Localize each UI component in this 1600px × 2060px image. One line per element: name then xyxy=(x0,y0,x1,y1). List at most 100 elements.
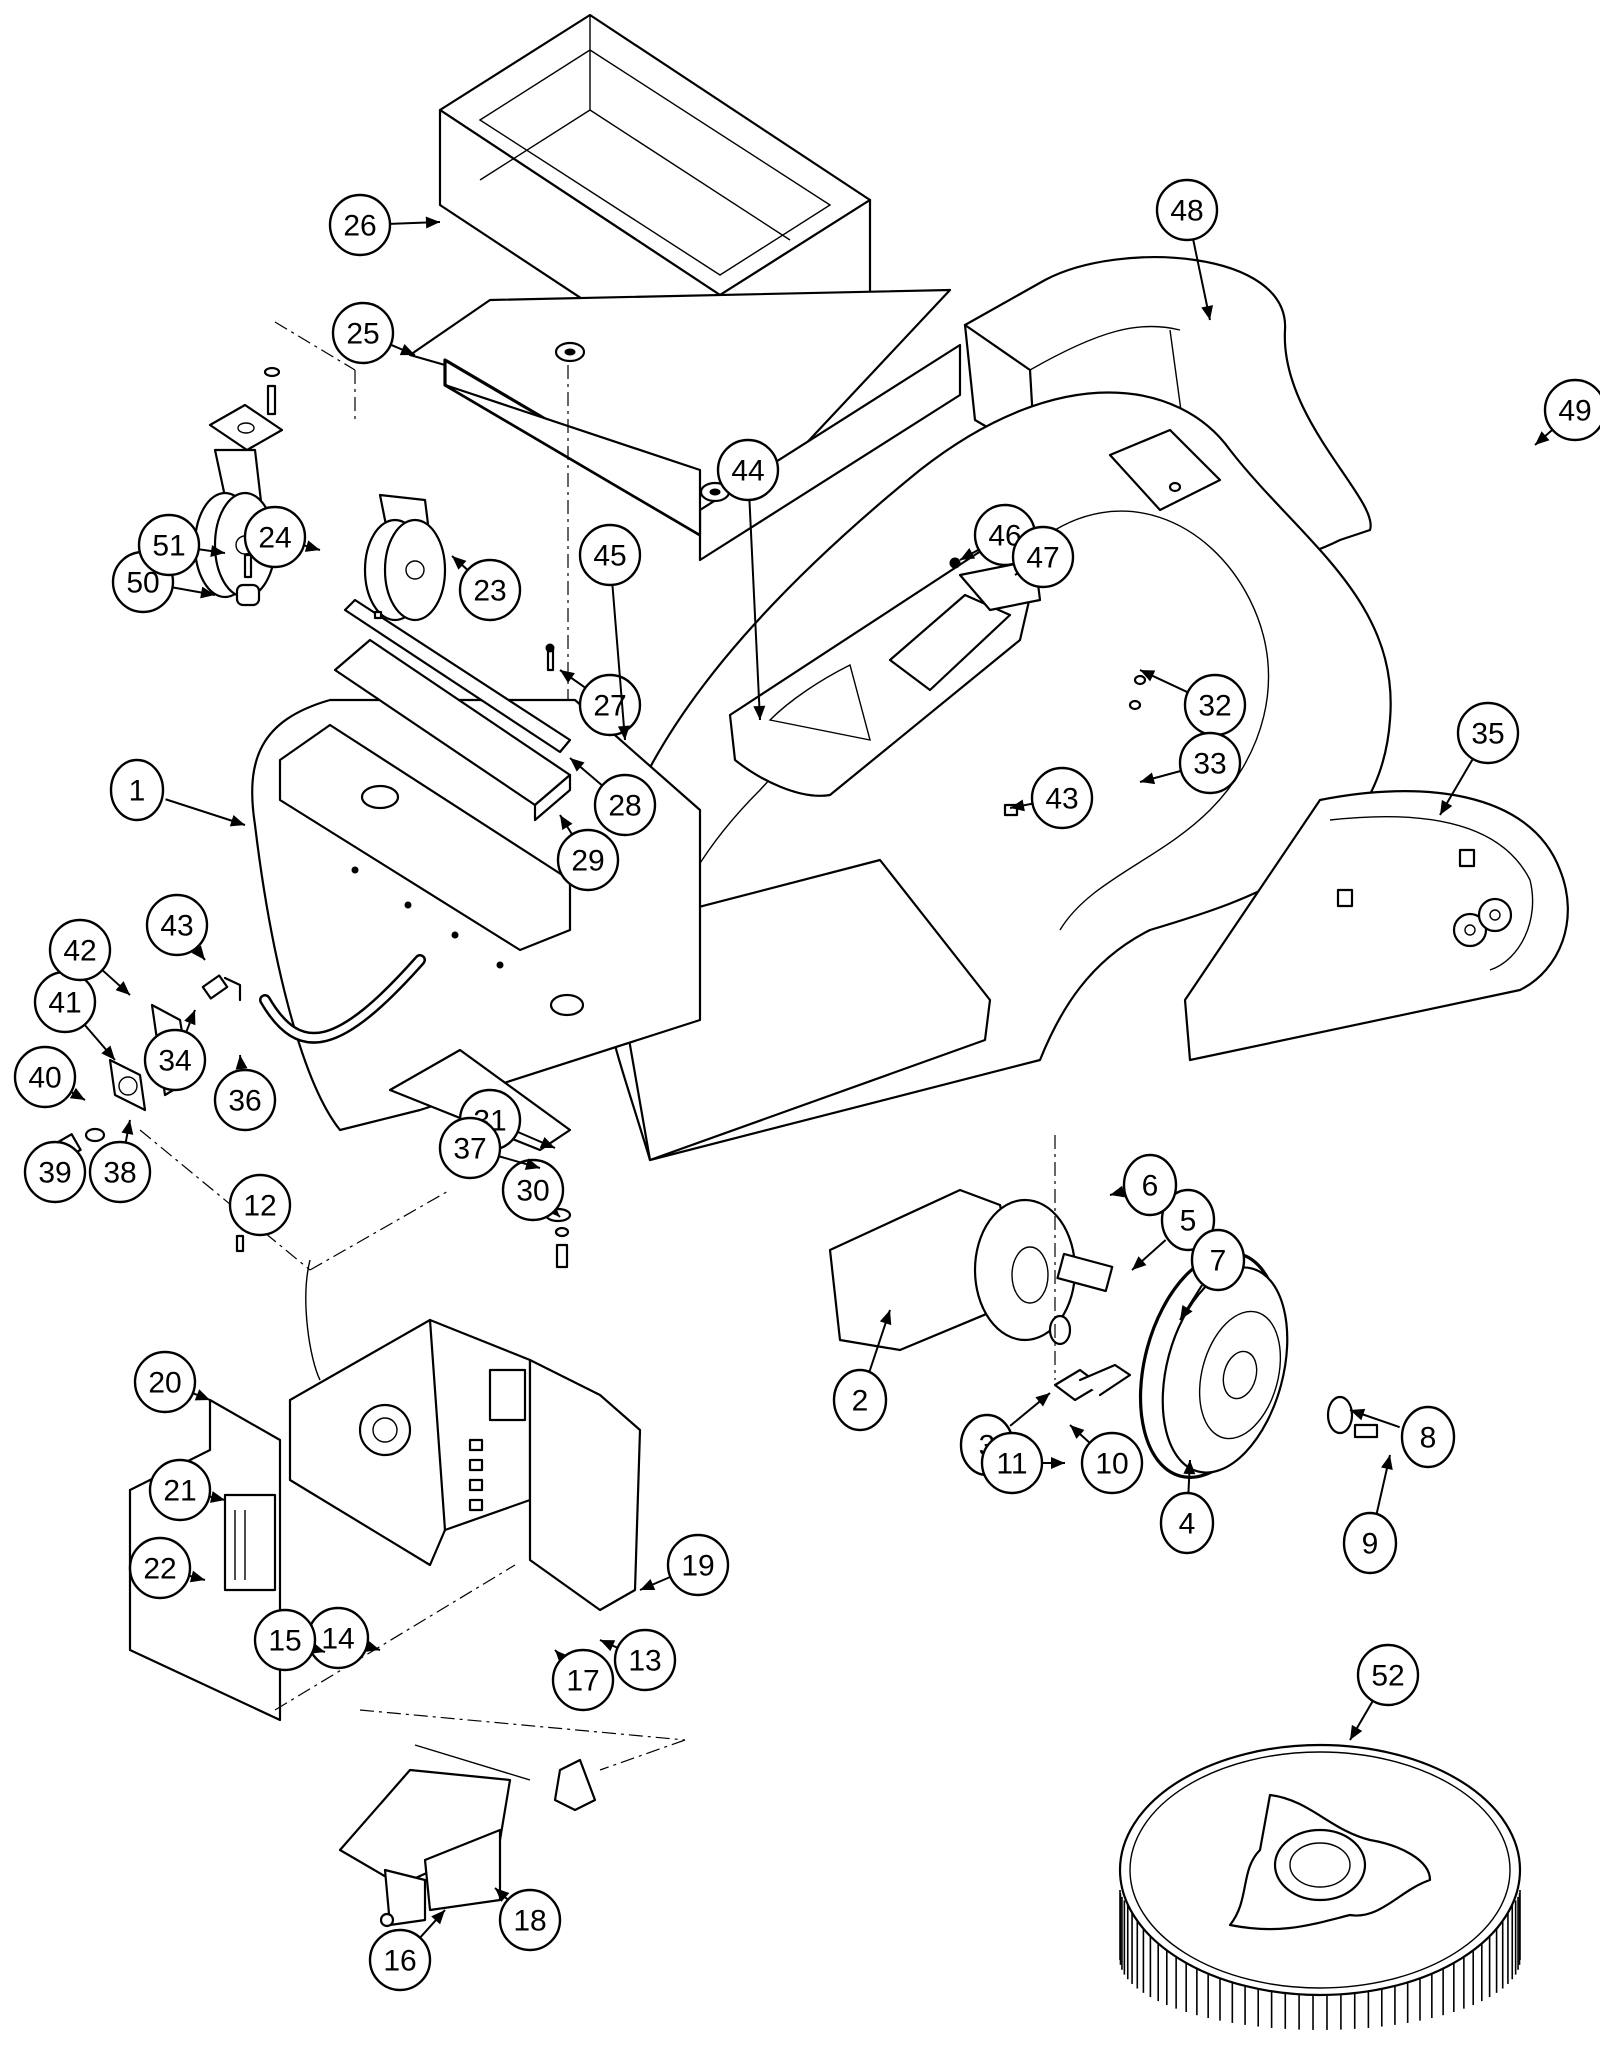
callout-number: 47 xyxy=(1026,542,1059,575)
callout-bubble xyxy=(593,773,657,837)
arrowhead-icon xyxy=(1051,1457,1065,1469)
swivel-caster-left xyxy=(193,403,284,599)
arrowhead-icon xyxy=(1183,1460,1196,1475)
callout-screw[interactable]: 27 xyxy=(559,669,642,737)
callout-bubble xyxy=(1030,766,1094,830)
callout-number: 18 xyxy=(513,1905,546,1938)
callout-bubble xyxy=(143,1028,207,1092)
callout-lock-washer[interactable]: 10 xyxy=(1069,1424,1144,1495)
callout-number: 11 xyxy=(996,1448,1027,1481)
wheel-washer xyxy=(1326,1395,1354,1435)
drive-motor-transaxle xyxy=(828,1188,1114,1352)
callout-bubble xyxy=(23,1140,87,1204)
callout-hose[interactable]: 36 xyxy=(213,1054,277,1132)
callout-screw[interactable]: 18 xyxy=(494,1887,562,1952)
chassis-frame xyxy=(251,698,702,1152)
arrowhead-icon xyxy=(191,945,205,960)
callout-flat-washer[interactable]: 12 xyxy=(228,1173,292,1237)
callout-bubble xyxy=(1122,1153,1178,1217)
washer-40 xyxy=(84,1127,106,1143)
arrowhead-icon xyxy=(1070,1425,1085,1439)
arrowhead-icon xyxy=(121,1120,134,1135)
callout-washer[interactable]: 40 xyxy=(13,1045,86,1109)
callout-tray-cover[interactable]: 47 xyxy=(1011,525,1075,589)
callout-number: 36 xyxy=(228,1085,261,1118)
callout-tank-screw[interactable]: 49 xyxy=(1534,378,1600,446)
callout-bubble xyxy=(832,1368,888,1432)
callout-number: 29 xyxy=(571,845,604,878)
callout-number: 43 xyxy=(160,910,193,943)
callout-number: 39 xyxy=(38,1157,71,1190)
callout-lift-linkage[interactable]: 14 xyxy=(306,1606,381,1670)
arrowhead-icon xyxy=(560,815,573,831)
callout-drive-motor-transaxle[interactable]: 2 xyxy=(832,1309,892,1432)
callout-elbow-fitting[interactable]: 43 xyxy=(145,893,209,961)
callout-bubble xyxy=(1159,1491,1215,1555)
arrowhead-icon xyxy=(617,725,630,740)
callout-number: 43 xyxy=(1045,783,1078,816)
callout-drive-wheel[interactable]: 4 xyxy=(1159,1459,1215,1555)
callout-bubble xyxy=(228,1173,292,1237)
callout-swivel-caster[interactable]: 24 xyxy=(243,505,321,569)
callout-recovery-tank[interactable]: 48 xyxy=(1155,178,1219,321)
callout-solution-tray[interactable]: 44 xyxy=(716,438,780,721)
callout-fitting[interactable]: 39 xyxy=(23,1140,87,1204)
callout-control-box-cover[interactable]: 20 xyxy=(133,1350,211,1414)
callout-cover-screw[interactable]: 22 xyxy=(128,1536,206,1600)
callout-retaining-clip[interactable]: 6 xyxy=(1109,1153,1178,1217)
callout-lock-washer[interactable]: 37 xyxy=(438,1116,541,1180)
callout-hose-clamp[interactable]: 34 xyxy=(143,1009,207,1092)
callout-bubble xyxy=(128,1536,192,1600)
callout-brush-deck-skirt[interactable]: 35 xyxy=(1439,701,1520,816)
callout-battery-tray[interactable]: 25 xyxy=(331,301,416,365)
callout-hex-bolt[interactable]: 11 xyxy=(980,1431,1065,1495)
rail-bracket xyxy=(343,598,572,754)
arrowhead-icon xyxy=(960,547,976,560)
arrowhead-icon xyxy=(570,758,585,772)
callout-battery-box[interactable]: 26 xyxy=(328,193,441,257)
callout-washer[interactable]: 7 xyxy=(1179,1228,1246,1321)
callout-wheel-washer[interactable]: 8 xyxy=(1349,1405,1456,1469)
callout-bubble xyxy=(1011,525,1075,589)
callout-rail-bracket[interactable]: 28 xyxy=(569,757,657,837)
arrowhead-icon xyxy=(1350,1724,1363,1740)
callout-bubble xyxy=(501,1158,565,1222)
callout-bubble xyxy=(145,893,209,957)
callout-elbow-fitting[interactable]: 43 xyxy=(1009,766,1094,830)
callout-bubble xyxy=(1178,731,1242,795)
callout-cable-tie[interactable]: 33 xyxy=(1139,731,1242,795)
callout-bubble xyxy=(1080,1431,1144,1495)
callout-nut[interactable]: 17 xyxy=(551,1648,615,1712)
callout-bubble xyxy=(1456,701,1520,765)
callout-bolt[interactable]: 30 xyxy=(501,1158,565,1222)
callout-angle-bracket[interactable]: 29 xyxy=(556,814,620,892)
callout-number: 35 xyxy=(1471,718,1504,751)
callout-bubble xyxy=(498,1888,562,1952)
callout-bubble xyxy=(438,1116,502,1180)
callout-valve-bracket[interactable]: 42 xyxy=(48,918,131,996)
control-box xyxy=(288,1259,642,1612)
callout-number: 9 xyxy=(1362,1528,1379,1561)
callout-bubble xyxy=(551,1648,615,1712)
callout-chassis-frame[interactable]: 1 xyxy=(109,758,246,827)
callout-shaft-key[interactable]: 5 xyxy=(1131,1188,1216,1271)
callout-screw[interactable]: 51 xyxy=(137,513,226,577)
callout-control-box[interactable]: 19 xyxy=(639,1533,730,1597)
callout-scrub-brush[interactable]: 52 xyxy=(1349,1643,1420,1741)
callout-bubble xyxy=(13,1045,77,1109)
callout-hose-clip[interactable]: 32 xyxy=(1139,669,1247,737)
callout-rivet[interactable]: 38 xyxy=(88,1119,152,1204)
callout-number: 15 xyxy=(268,1625,301,1658)
callout-circuit-board[interactable]: 21 xyxy=(148,1458,226,1522)
callout-cotter-pin[interactable]: 15 xyxy=(253,1608,326,1672)
arrowhead-icon xyxy=(1140,670,1156,682)
callout-caster-bolt[interactable]: 23 xyxy=(451,555,522,622)
callout-pivot-pin[interactable]: 16 xyxy=(368,1909,446,1992)
callout-number: 14 xyxy=(321,1623,354,1656)
callout-number: 24 xyxy=(258,522,291,555)
callout-pivot-bracket[interactable]: 13 xyxy=(599,1628,677,1692)
wheel-bolt xyxy=(1353,1423,1379,1439)
callout-nut[interactable]: 45 xyxy=(578,523,642,741)
callout-wheel-bolt[interactable]: 9 xyxy=(1342,1454,1398,1575)
